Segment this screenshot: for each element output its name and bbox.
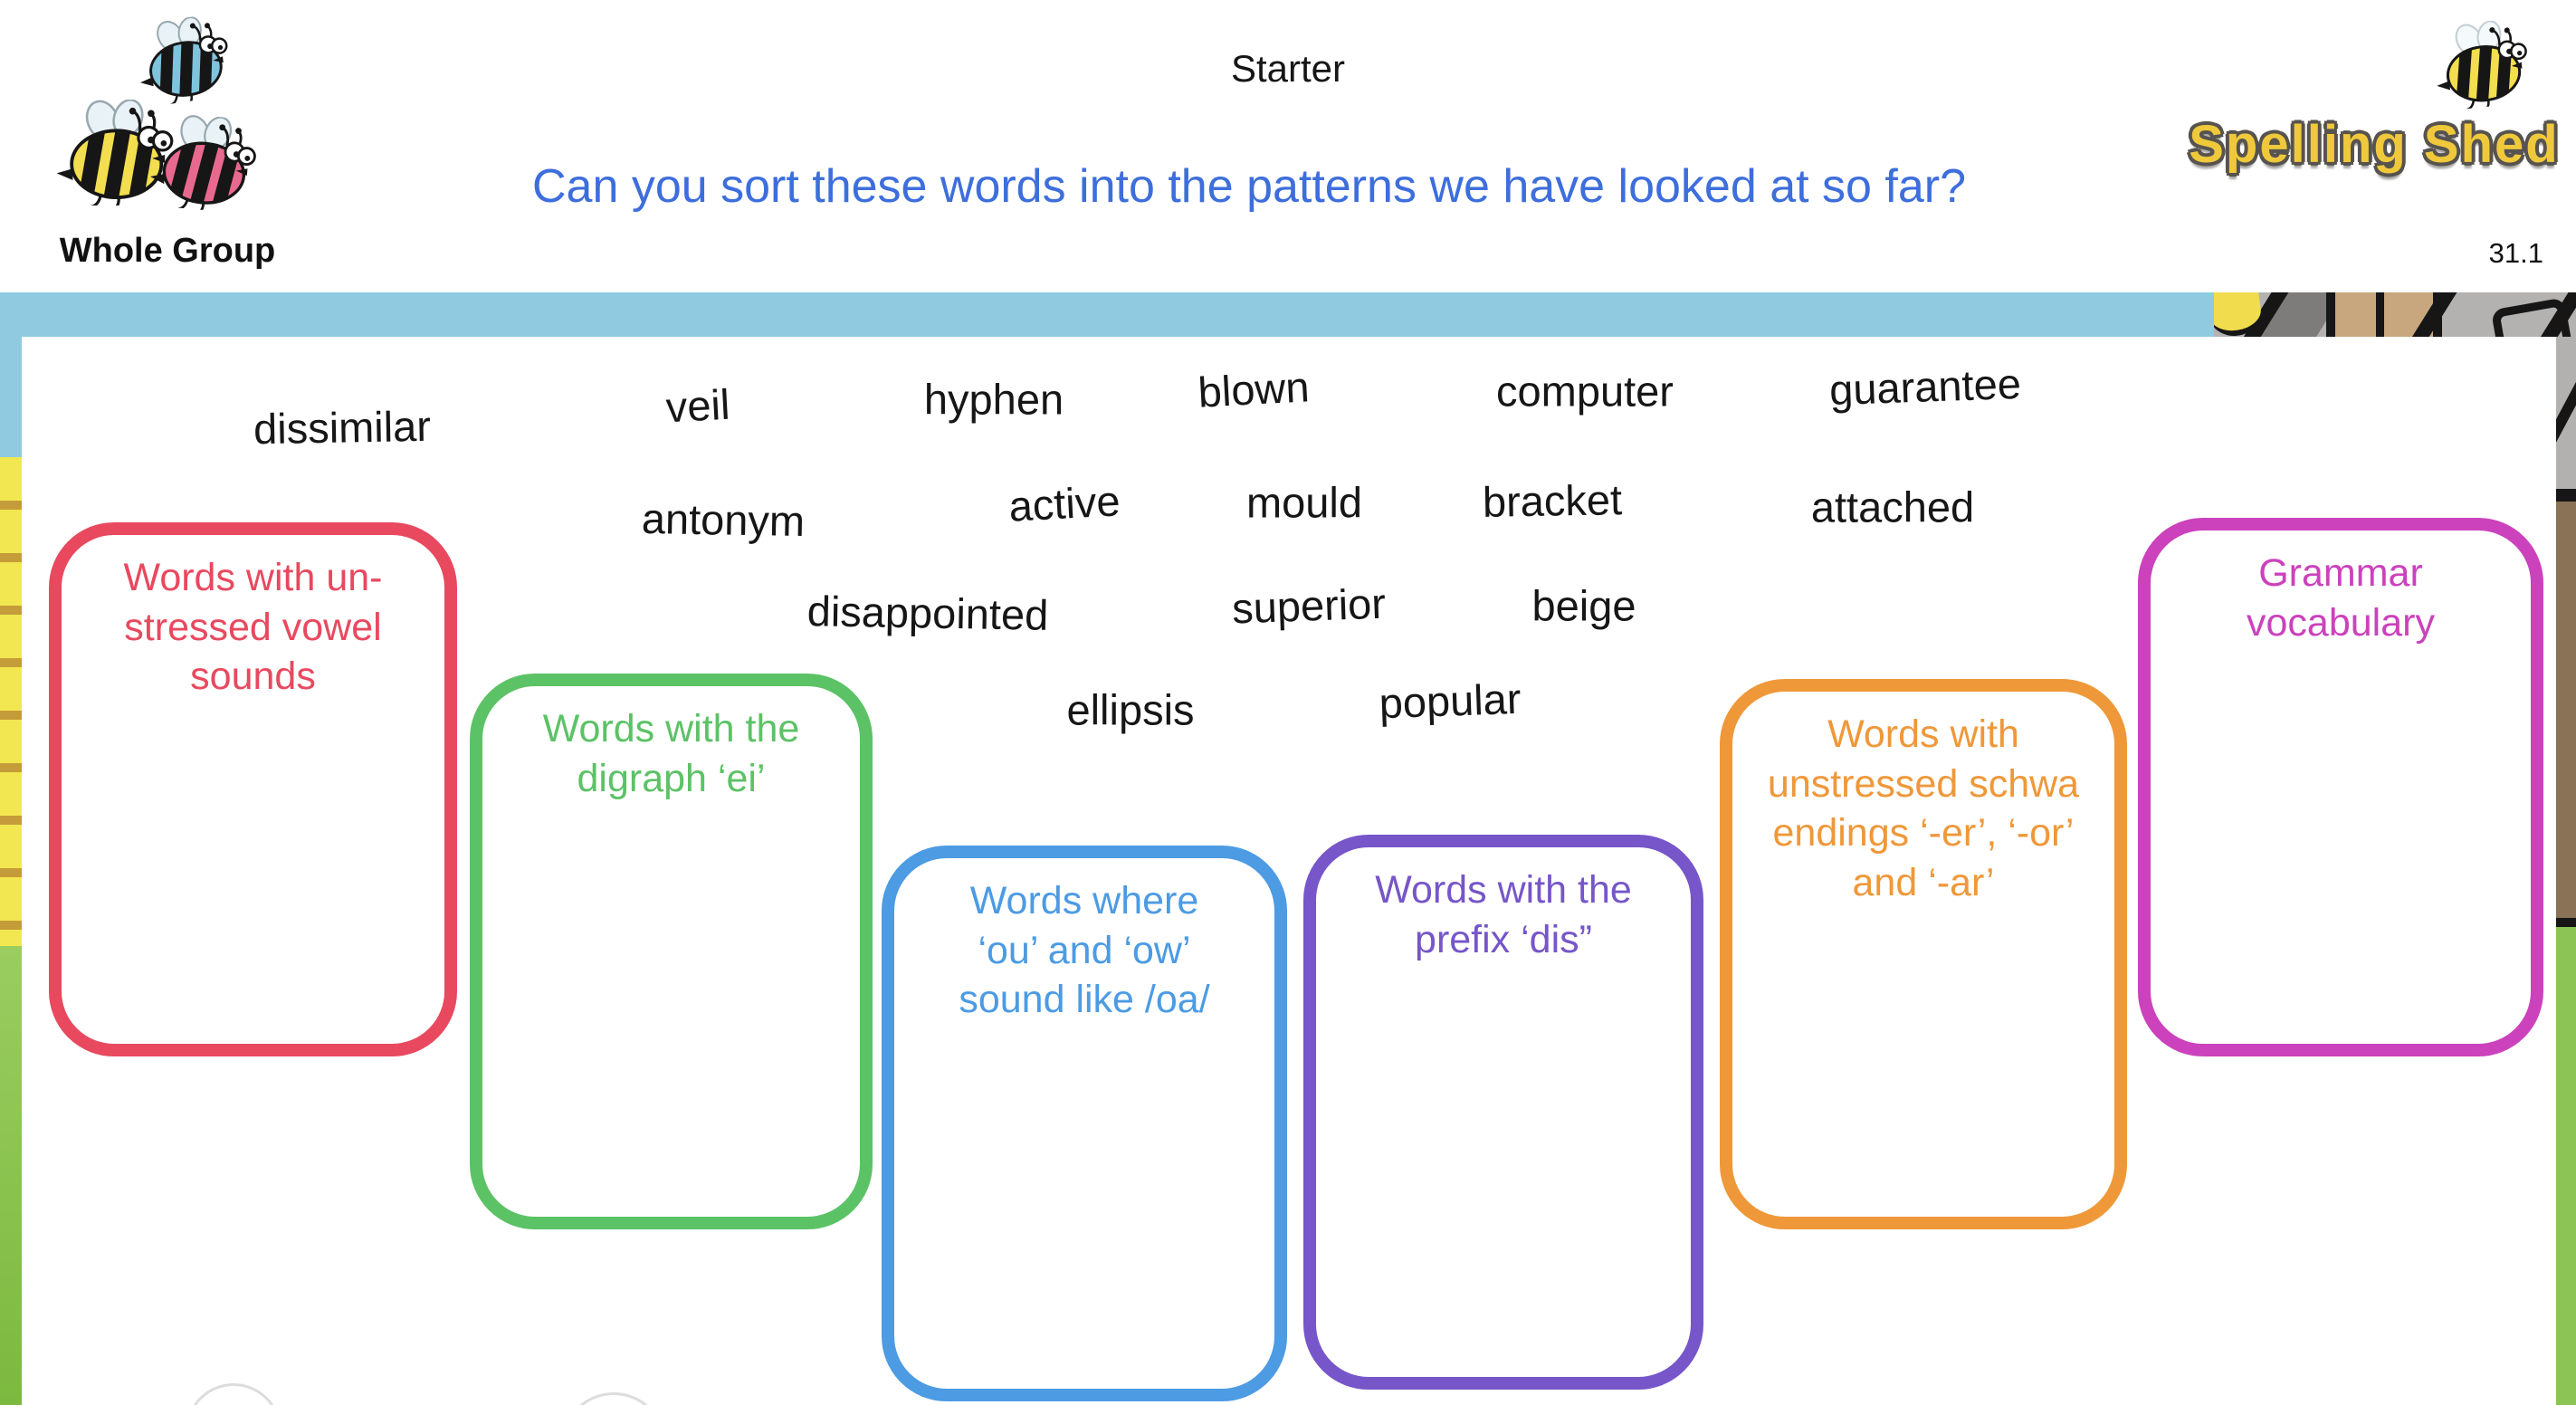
shed-outline xyxy=(2556,489,2576,502)
word-ellipsis[interactable]: ellipsis xyxy=(1066,685,1195,734)
beehive-strip xyxy=(0,457,22,946)
word-popular[interactable]: popular xyxy=(1378,674,1522,728)
bee-icon xyxy=(56,100,174,205)
category-box-digraph-ei[interactable]: Words with the digraph ‘ei’ xyxy=(470,674,873,1229)
shed-roof-strip xyxy=(2556,337,2576,489)
roof-beam xyxy=(2556,354,2576,481)
category-box-grammar-vocabulary[interactable]: Grammar vocabulary xyxy=(2138,518,2543,1056)
word-mould[interactable]: mould xyxy=(1245,478,1363,527)
shed-outline xyxy=(2556,918,2576,927)
word-antonym[interactable]: antonym xyxy=(641,493,806,546)
word-superior[interactable]: superior xyxy=(1231,578,1387,633)
word-veil[interactable]: veil xyxy=(664,379,731,432)
grass-strip xyxy=(2556,927,2576,1405)
word-bracket[interactable]: bracket xyxy=(1482,475,1623,526)
grass-strip xyxy=(0,946,22,1405)
sky-band xyxy=(0,292,2190,337)
shed-wall-strip xyxy=(2556,502,2576,918)
sky-sliver xyxy=(2190,292,2214,337)
word-beige[interactable]: beige xyxy=(1531,581,1636,630)
category-box-schwa-endings[interactable]: Words with unstressed schwa endings ‘-er… xyxy=(1720,679,2127,1229)
slide-type-title: Starter xyxy=(1230,47,1346,90)
category-label: Words with unstressed schwa endings ‘-er… xyxy=(1767,712,2080,904)
category-box-prefix-dis[interactable]: Words with the prefix ‘dis” xyxy=(1303,835,1703,1390)
word-attached[interactable]: attached xyxy=(1810,483,1975,531)
word-computer[interactable]: computer xyxy=(1496,367,1674,416)
bee-icon xyxy=(2437,20,2527,112)
sky-strip xyxy=(0,292,22,457)
category-label: Words with the digraph ‘ei’ xyxy=(542,707,800,800)
word-active[interactable]: active xyxy=(1007,476,1121,530)
background-left-hive xyxy=(0,292,22,1405)
word-hyphen[interactable]: hyphen xyxy=(923,375,1064,424)
shed-window-outline xyxy=(2490,297,2576,337)
slide-question: Can you sort these words into the patter… xyxy=(531,160,1967,213)
lesson-code: 31.1 xyxy=(2488,237,2543,269)
category-box-unstressed-vowel-sounds[interactable]: Words with un- stressed vowel sounds xyxy=(49,522,457,1056)
shed-roof-illustration xyxy=(2190,292,2576,337)
group-label: Whole Group xyxy=(59,232,276,270)
category-label: Words with the prefix ‘dis” xyxy=(1375,868,1632,961)
wood-post-line xyxy=(2376,292,2384,337)
category-label: Words where ‘ou’ and ‘ow’ sound like /oa… xyxy=(959,879,1210,1022)
bee-icon xyxy=(140,16,228,107)
category-label: Words with un- stressed vowel sounds xyxy=(123,556,383,699)
background-right-shed xyxy=(2556,337,2576,1405)
word-blown[interactable]: blown xyxy=(1197,362,1311,416)
word-disappointed[interactable]: disappointed xyxy=(806,587,1049,639)
spelling-shed-logo: Spelling Shed xyxy=(2189,115,2560,174)
word-guarantee[interactable]: guarantee xyxy=(1828,358,2022,415)
category-box-ou-ow-sound-oa[interactable]: Words where ‘ou’ and ‘ow’ sound like /oa… xyxy=(882,846,1287,1401)
category-label: Grammar vocabulary xyxy=(2247,551,2435,645)
bee-icon xyxy=(150,115,256,215)
word-dissimilar[interactable]: dissimilar xyxy=(253,401,432,454)
